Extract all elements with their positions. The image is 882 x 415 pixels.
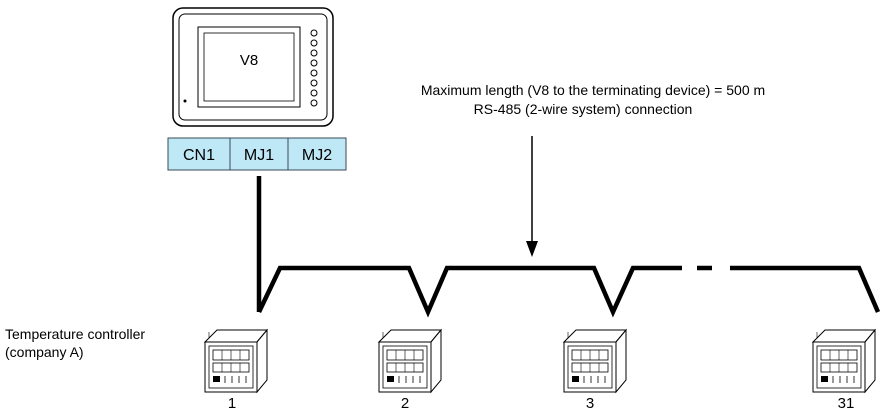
cable-trunk-end bbox=[766, 265, 881, 313]
temperature-controller-1: 1 bbox=[204, 329, 268, 412]
hmi-button-icon bbox=[310, 79, 318, 87]
hmi-power-led-icon bbox=[183, 99, 187, 103]
hmi-ports: CN1 MJ1 MJ2 bbox=[167, 137, 347, 171]
device-caption-line1: Temperature controller bbox=[5, 326, 145, 342]
hmi-button-icon bbox=[310, 49, 318, 57]
device-number: 31 bbox=[838, 395, 855, 410]
device-number: 3 bbox=[586, 395, 594, 410]
connection-type-text: RS-485 (2-wire system) connection bbox=[474, 101, 693, 117]
hmi-button-icon bbox=[310, 59, 318, 67]
hmi-button-icon bbox=[310, 99, 318, 107]
hmi-model-label: V8 bbox=[240, 52, 258, 69]
max-length-text: Maximum length (V8 to the terminating de… bbox=[421, 82, 765, 98]
port-mj2 bbox=[287, 137, 347, 171]
hmi-button-icon bbox=[310, 29, 318, 37]
cable-trunk bbox=[256, 265, 666, 318]
hmi-button-icon bbox=[310, 89, 318, 97]
hmi-button-icon bbox=[310, 69, 318, 77]
arrow-head-icon bbox=[526, 241, 538, 257]
v8-hmi-unit: V8 bbox=[172, 7, 334, 127]
device-number: 2 bbox=[401, 395, 409, 410]
device-caption-line2: (company A) bbox=[5, 344, 84, 360]
temperature-controller-3: 3 bbox=[563, 329, 627, 412]
port-mj1-label: MJ1 bbox=[244, 147, 274, 164]
rs485-cable bbox=[256, 176, 881, 318]
device-number: 1 bbox=[228, 395, 236, 410]
temperature-controller-31: 31 bbox=[812, 329, 876, 412]
port-mj1 bbox=[229, 137, 289, 171]
port-mj2-label: MJ2 bbox=[302, 147, 332, 164]
hmi-side-buttons bbox=[310, 29, 318, 107]
temperature-controller-2: 2 bbox=[378, 329, 442, 412]
pointer-arrow bbox=[526, 136, 538, 257]
port-cn1-label: CN1 bbox=[183, 147, 215, 164]
hmi-button-icon bbox=[310, 39, 318, 47]
hmi-screen bbox=[203, 32, 295, 102]
port-cn1 bbox=[167, 137, 231, 171]
